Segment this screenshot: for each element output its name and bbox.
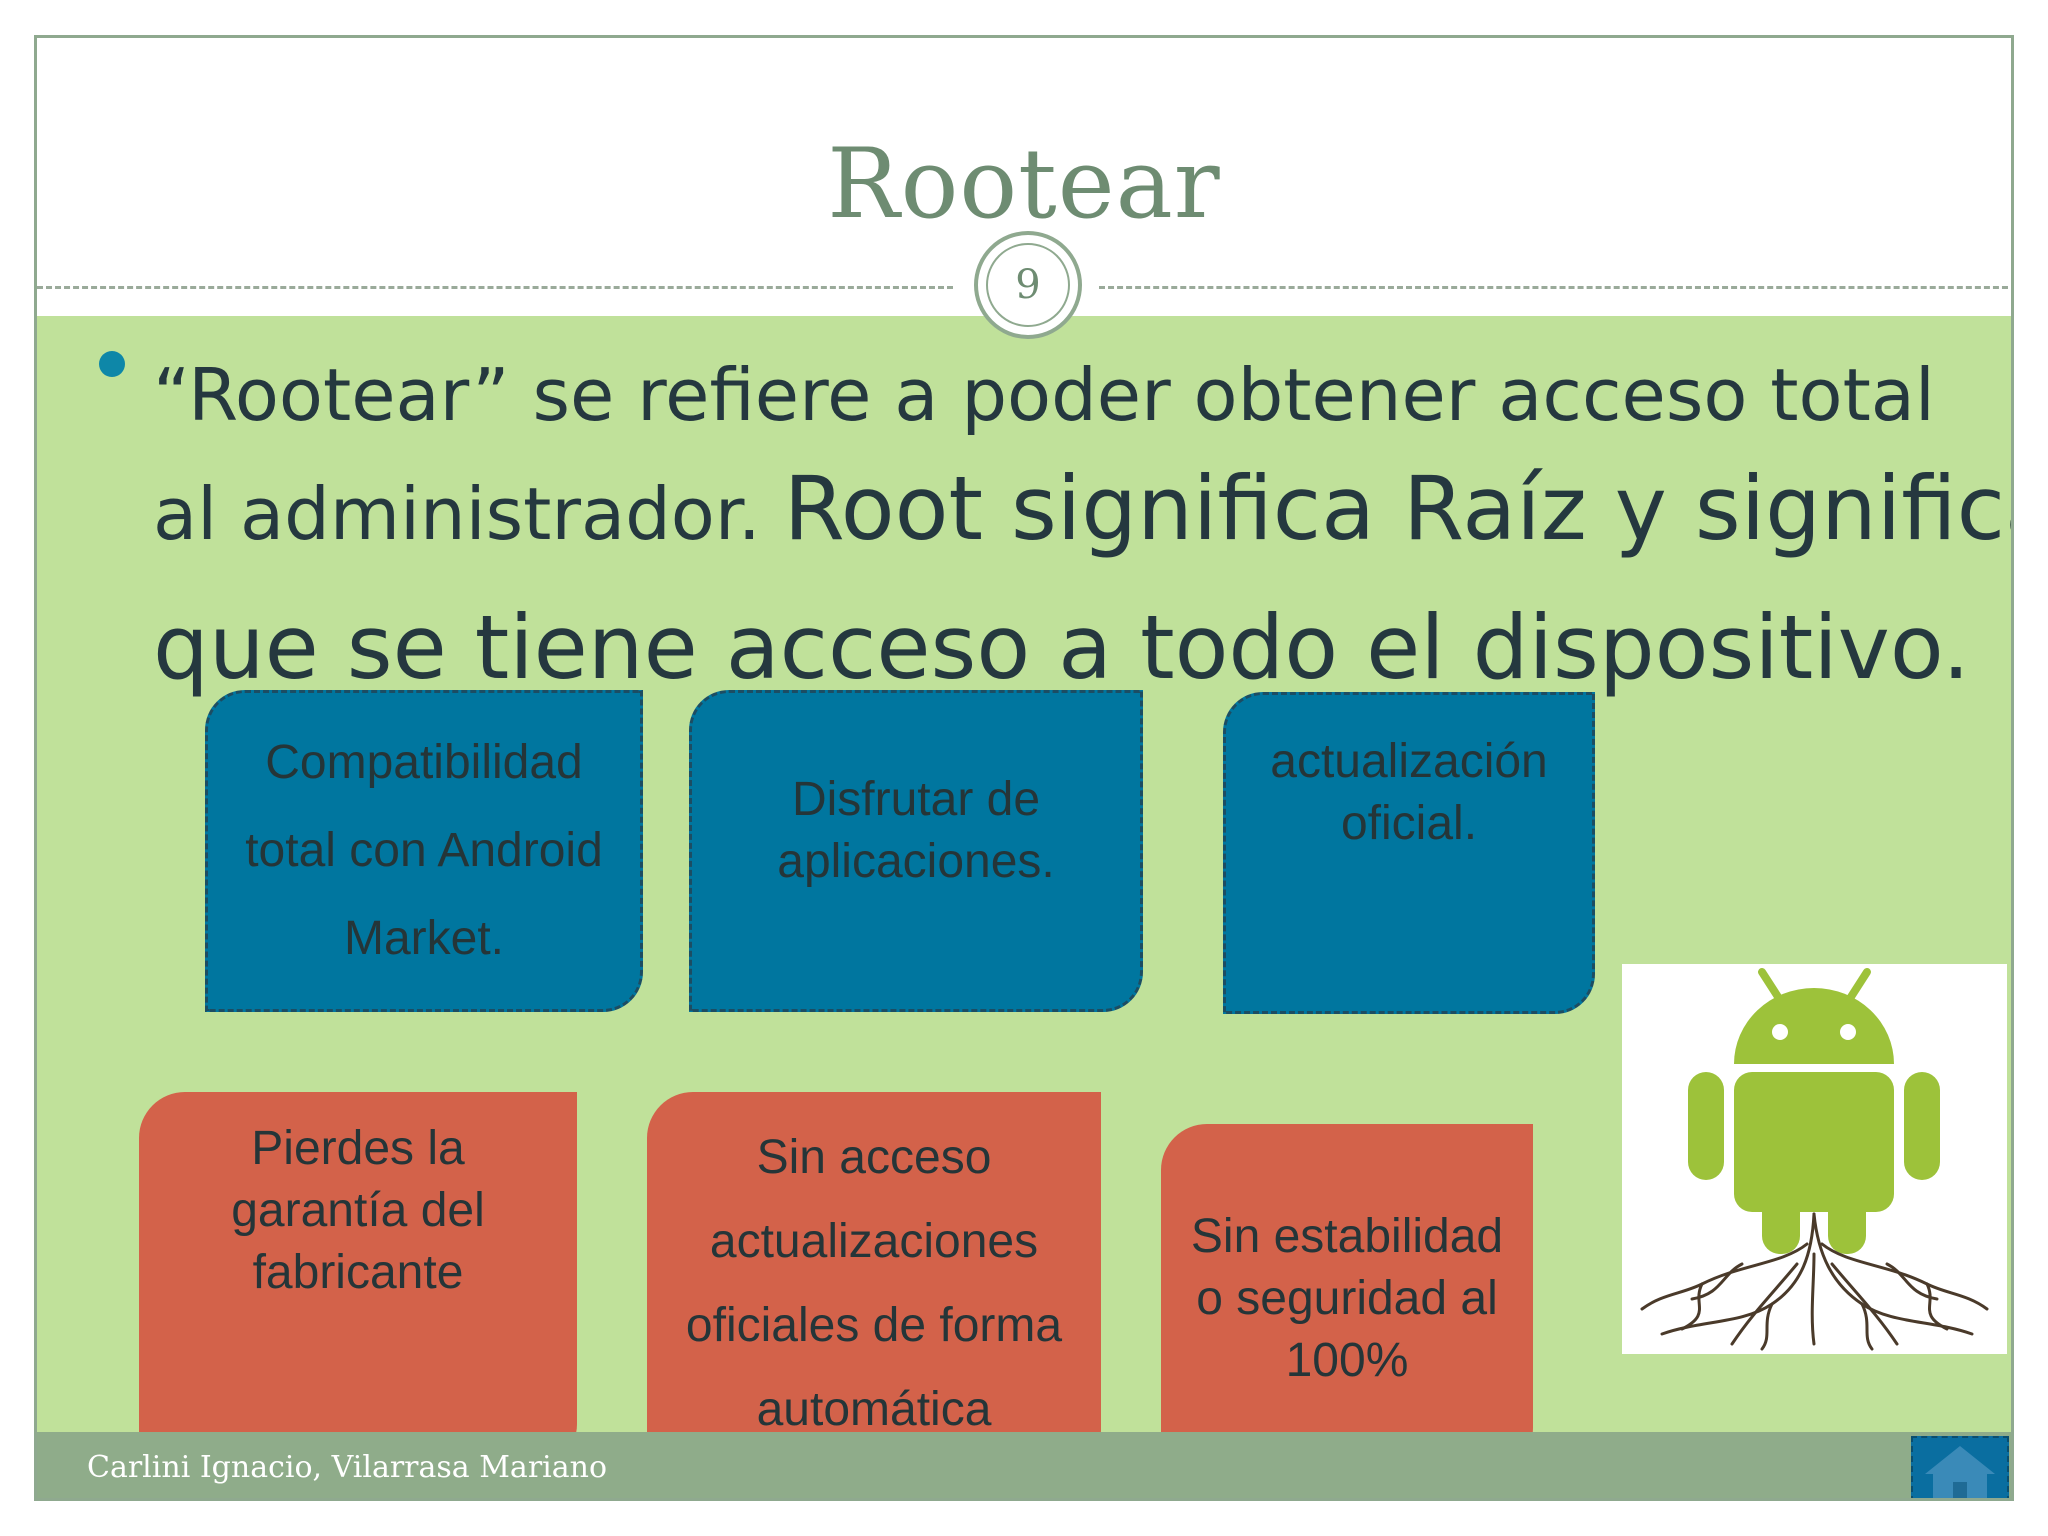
home-icon xyxy=(1925,1446,1995,1498)
footer-bar xyxy=(37,1432,2011,1498)
advantage-box-2: Disfrutar de aplicaciones. xyxy=(689,690,1143,1012)
home-button[interactable] xyxy=(1911,1436,2009,1498)
divider-right xyxy=(1099,286,2011,289)
body-paragraph: “Rootear” se refiere a poder obtener acc… xyxy=(153,338,2014,705)
advantage-box-3: actualización oficial. xyxy=(1223,692,1595,1014)
android-roots-image xyxy=(1622,964,2007,1354)
disadvantage-box-3: Sin estabilidad o seguridad al 100% xyxy=(1161,1124,1533,1474)
disadvantage-box-2: Sin acceso actualizaciones oficiales de … xyxy=(647,1092,1101,1476)
footer-authors: Carlini Ignacio, Vilarrasa Mariano xyxy=(87,1450,608,1485)
slide-title: Rootear xyxy=(827,128,1221,240)
divider-left xyxy=(37,286,953,289)
bullet-icon xyxy=(99,351,125,377)
body-line-1: “Rootear” se refiere a poder obtener acc… xyxy=(153,353,1935,437)
advantage-box-1: Compatibilidad total con Android Market. xyxy=(205,690,643,1012)
disadvantage-box-1: Pierdes la garantía del fabricante xyxy=(139,1092,577,1470)
slide: Rootear 9 “Rootear” se refiere a poder o… xyxy=(34,35,2014,1501)
body-line-2a: al administrador. xyxy=(153,472,784,556)
body-line-2b: Root significa Raíz y significa xyxy=(783,457,2014,560)
page-number: 9 xyxy=(986,243,1070,327)
body-line-3: que se tiene acceso a todo el dispositiv… xyxy=(153,596,1971,699)
page-number-badge: 9 xyxy=(974,231,1082,339)
